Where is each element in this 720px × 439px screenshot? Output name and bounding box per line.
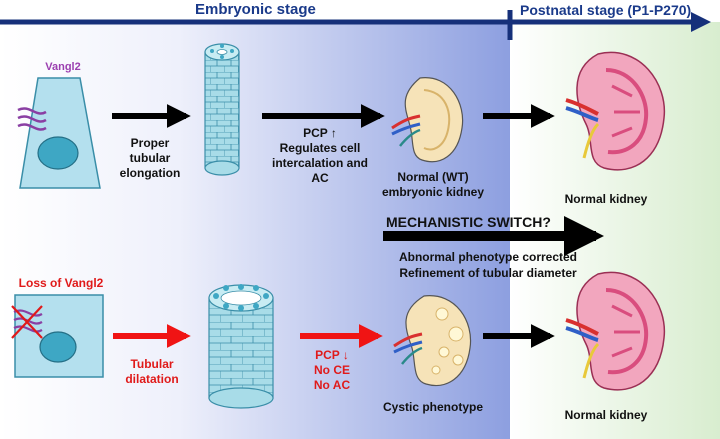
loss-of-vangl2-label: Loss of Vangl2 (18, 276, 104, 290)
postnatal-stage-label: Postnatal stage (P1-P270) (520, 2, 692, 18)
step2-top-line2: Regulates cell (279, 141, 361, 155)
normal-adult-kidney-top-icon (565, 51, 666, 171)
normal-kidney-top-label: Normal kidney (564, 192, 648, 206)
step1-top-line1: Proper (130, 136, 170, 150)
switch-line2: Refinement of tubular diameter (399, 266, 577, 280)
normal-cell (19, 77, 101, 189)
wt-kidney-line2: embryonic kidney (381, 185, 485, 199)
step2-top-line4: AC (311, 171, 329, 185)
wt-kidney-line1: Normal (WT) (397, 170, 469, 184)
cystic-phenotype-label: Cystic phenotype (382, 400, 484, 414)
step2-bottom-line1: PCP ↓ (315, 348, 349, 362)
step1-top-line3: elongation (119, 166, 181, 180)
switch-line1: Abnormal phenotype corrected (398, 250, 578, 264)
normal-kidney-bottom-label: Normal kidney (564, 408, 648, 422)
vangl2-protein-icon (17, 107, 47, 131)
embryonic-stage-label: Embryonic stage (195, 1, 316, 18)
normal-adult-kidney-bottom-icon (565, 271, 666, 391)
vangl2-loss-icon (11, 305, 43, 339)
dilated-tubule-icon (208, 284, 274, 409)
step2-bottom-line2: No CE (314, 363, 350, 377)
step2-bottom-line3: No AC (313, 378, 351, 392)
normal-tubule-icon (204, 43, 240, 176)
step1-top-line2: tubular (129, 151, 171, 165)
vangl2-deficient-cell (14, 294, 104, 378)
step2-top-line3: intercalation and (271, 156, 369, 170)
cystic-kidney-icon (393, 295, 472, 386)
wt-embryonic-kidney-icon (391, 77, 464, 163)
mechanistic-switch-title: MECHANISTIC SWITCH? (386, 214, 551, 230)
vangl2-label: Vangl2 (45, 61, 81, 73)
step1-bottom-line2: dilatation (125, 372, 179, 386)
step2-top-line1: PCP ↑ (303, 126, 337, 140)
step1-bottom-line1: Tubular (130, 357, 174, 371)
